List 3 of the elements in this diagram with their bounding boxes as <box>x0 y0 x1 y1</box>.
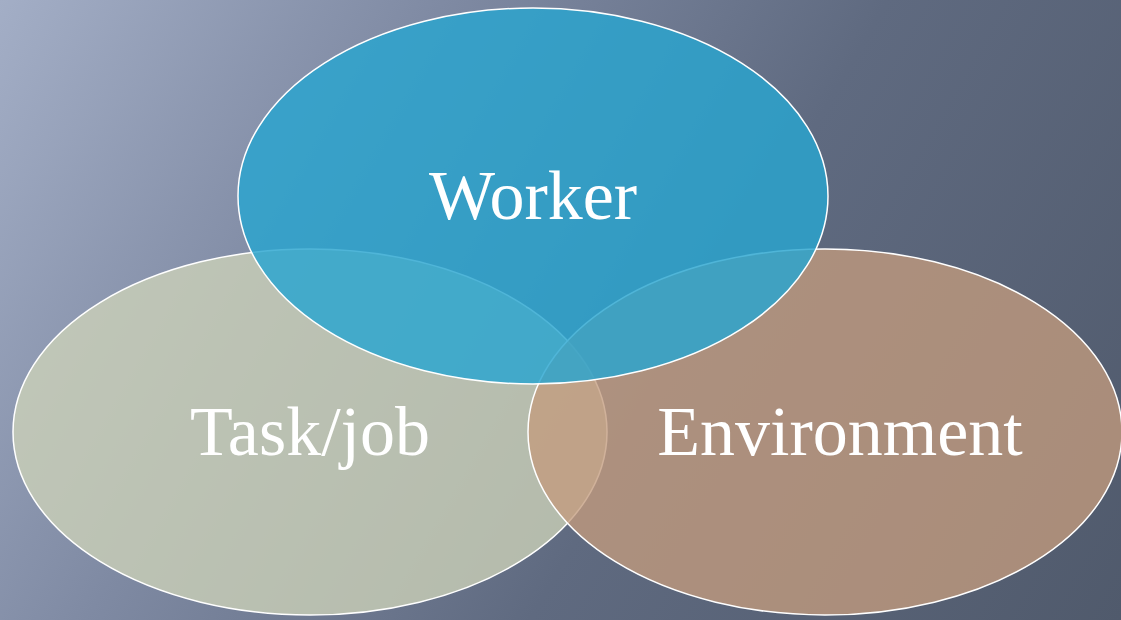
ellipse-label: Environment <box>657 393 1023 470</box>
ellipse-label: Worker <box>428 157 638 234</box>
ellipse-label: Task/job <box>189 393 431 470</box>
